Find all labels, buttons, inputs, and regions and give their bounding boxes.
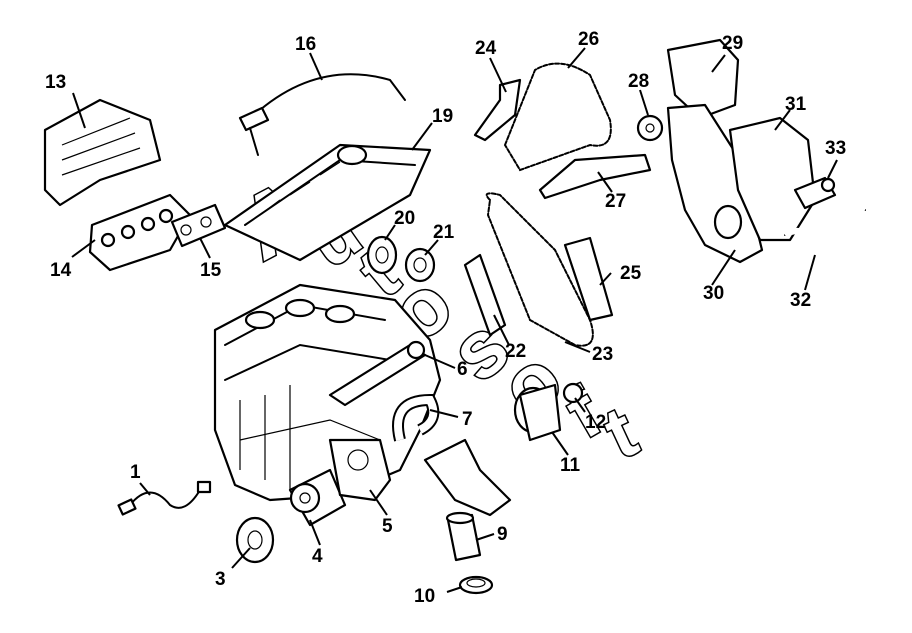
callout-6: 6 [457, 359, 468, 380]
chain-guide-27 [538, 153, 652, 200]
callout-27: 27 [605, 191, 626, 212]
callout-29: 29 [722, 33, 743, 54]
callout-1: 1 [130, 462, 141, 483]
engine-block [213, 283, 442, 502]
hose [783, 206, 866, 252]
timing-case [666, 103, 764, 264]
callout-5: 5 [382, 516, 393, 537]
chain-guide-24 [473, 78, 522, 142]
cylinder-head-cover [223, 143, 432, 262]
callout-3: 3 [215, 569, 226, 590]
callout-19: 19 [432, 106, 453, 127]
callout-32: 32 [790, 290, 811, 311]
callout-7: 7 [462, 409, 473, 430]
callout-9: 9 [497, 524, 508, 545]
glow-plug-cable [238, 73, 406, 156]
callout-21: 21 [433, 222, 455, 243]
callout-22: 22 [505, 341, 526, 362]
callout-4: 4 [312, 546, 323, 567]
callout-16: 16 [295, 34, 316, 55]
coolant-hose [392, 393, 440, 442]
callout-13: 13 [45, 72, 66, 93]
callout-33: 33 [825, 138, 846, 159]
oil-pump [513, 383, 562, 442]
callout-28: 28 [628, 71, 649, 92]
pump-housing [328, 438, 392, 502]
callout-15: 15 [200, 260, 222, 281]
oil-filter-bracket [423, 438, 512, 517]
idler-pulleys [366, 235, 436, 283]
sensor [793, 176, 837, 210]
callout-12: 12 [585, 412, 606, 433]
chain-guide-25 [563, 236, 614, 322]
oil-sender [562, 382, 584, 404]
exhaust-manifold [88, 193, 192, 272]
callout-20: 20 [394, 208, 415, 229]
sprocket [636, 114, 664, 142]
callout-25: 25 [620, 263, 642, 284]
callout-26: 26 [578, 29, 599, 50]
callout-31: 31 [785, 94, 807, 115]
callout-24: 24 [475, 38, 497, 59]
front-cover [728, 116, 817, 242]
heat-shield [43, 98, 162, 207]
oil-filter [445, 511, 482, 562]
water-pump [288, 468, 347, 527]
callout-23: 23 [592, 344, 613, 365]
callout-labels: 1 12 3 4 5 6 7 9 10 11 13 14 15 16 19 20… [45, 29, 846, 607]
callout-10: 10 [414, 586, 435, 607]
timing-chain-26 [503, 62, 612, 172]
manifold-gasket [170, 203, 227, 248]
callout-30: 30 [703, 283, 724, 304]
filter-seal [458, 575, 494, 595]
leader-lines [71, 47, 838, 593]
callout-14: 14 [50, 260, 72, 281]
callout-11: 11 [560, 455, 581, 476]
sensor-lead [117, 480, 212, 516]
